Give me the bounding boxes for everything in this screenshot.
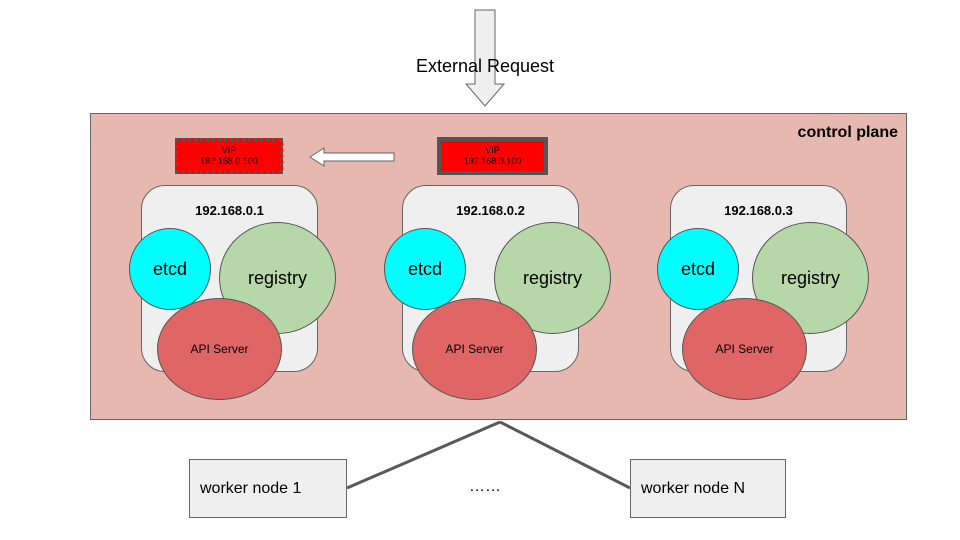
etcd-node-2: etcd (384, 228, 466, 310)
vip-ip: 192.168.0.100 (463, 156, 522, 166)
vip-failover-arrow (309, 147, 395, 167)
node-ip-1: 192.168.0.1 (195, 203, 264, 218)
external-request-arrow (464, 9, 506, 107)
node-ip-3: 192.168.0.3 (724, 203, 793, 218)
worker-node-1: worker node 1 (189, 459, 347, 518)
worker-ellipsis: …… (469, 478, 501, 495)
worker-link-right (499, 420, 631, 490)
api-server-node-3: API Server (682, 298, 807, 400)
node-ip-2: 192.168.0.2 (456, 203, 525, 218)
api-server-node-2: API Server (412, 298, 537, 400)
api-server-node-1: API Server (157, 298, 282, 400)
vip-ip: 192.168.0.100 (200, 156, 258, 166)
external-request-label: External Request (415, 56, 555, 76)
vip-badge-active: VIP 192.168.0.100 (437, 137, 548, 175)
control-plane-label: control plane (797, 124, 898, 141)
vip-title: VIP (221, 145, 237, 155)
etcd-node-1: etcd (129, 228, 211, 310)
vip-title: VIP (485, 145, 500, 155)
vip-badge-standby: VIP 192.168.0.100 (175, 138, 283, 174)
etcd-node-3: etcd (657, 228, 739, 310)
registry-node-1: registry (219, 222, 336, 334)
worker-link-left (346, 420, 501, 490)
worker-node-n: worker node N (630, 459, 786, 518)
